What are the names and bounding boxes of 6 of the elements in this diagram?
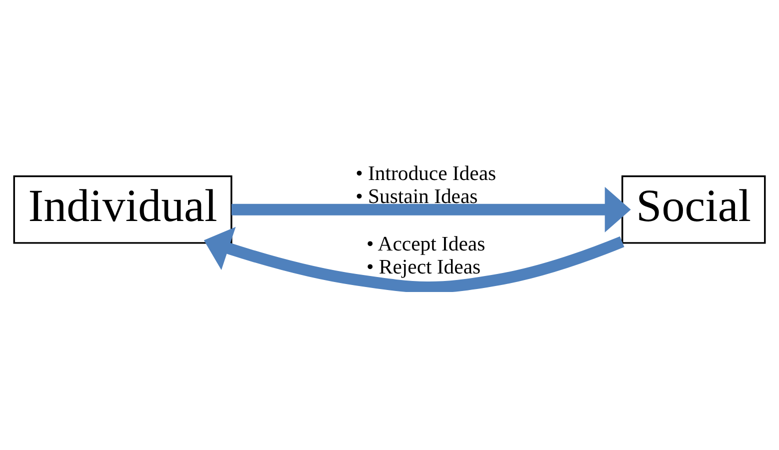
arrow [232,186,631,232]
node-box: Individual [13,174,232,244]
node-box: Social [621,174,766,244]
edge-label: • Introduce Ideas • Sustain Ideas [356,162,496,208]
edge-label: • Accept Ideas • Reject Ideas [366,232,486,278]
arrow [204,226,624,292]
